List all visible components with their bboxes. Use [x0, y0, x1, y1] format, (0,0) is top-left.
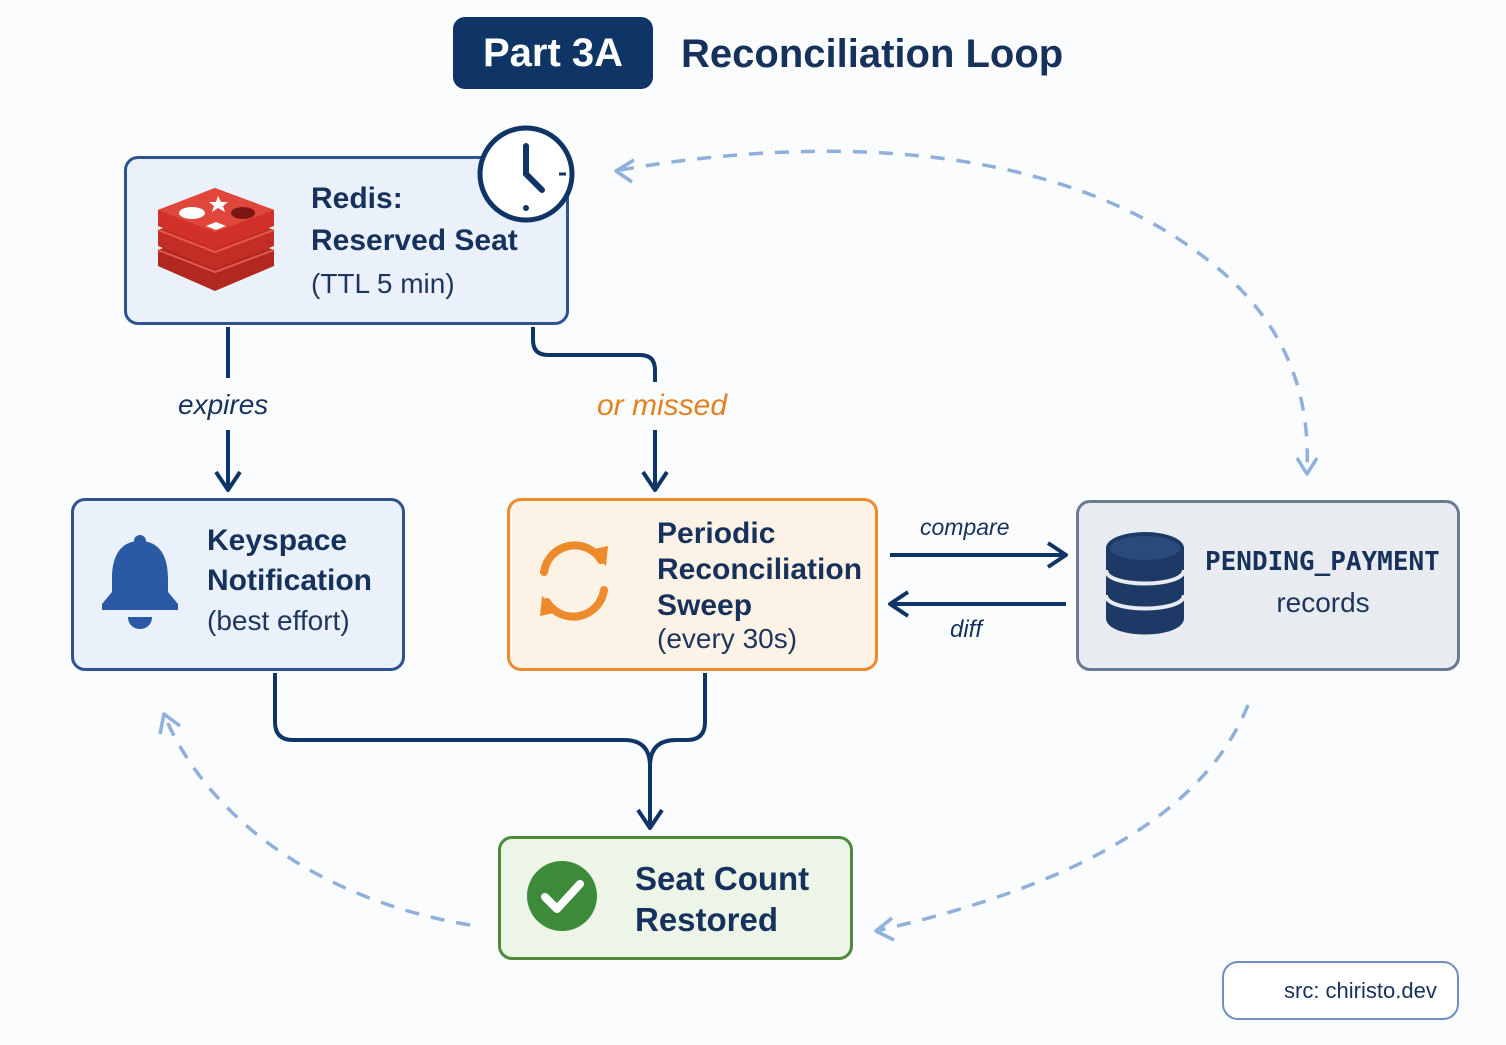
- part-badge: Part 3A: [453, 17, 653, 89]
- merge-arrow: [273, 673, 707, 830]
- check-circle-icon: [527, 861, 597, 931]
- diff-label: diff: [950, 616, 983, 643]
- missed-label: or missed: [597, 389, 728, 422]
- seat-title-line1: Seat Count: [635, 860, 810, 897]
- redis-title: Redis:: [311, 182, 403, 215]
- sweep-interval: (every 30s): [657, 623, 798, 654]
- compare-label: compare: [920, 514, 1010, 540]
- dashed-loop-top: [614, 149, 1319, 476]
- expires-arrow: [214, 327, 242, 492]
- pending-title: PENDING_PAYMENT: [1205, 547, 1440, 577]
- clock-icon: [477, 125, 575, 223]
- dashed-loop-left: [158, 712, 471, 927]
- pending-subtitle: records: [1276, 587, 1370, 618]
- redis-logo-icon: [157, 188, 275, 291]
- source-link[interactable]: src: chiristo.dev: [1222, 961, 1459, 1020]
- database-icon: [1104, 532, 1186, 635]
- compare-arrow: [890, 541, 1068, 569]
- expires-label: expires: [178, 389, 269, 420]
- diff-arrow: [888, 590, 1066, 618]
- source-text: src: chiristo.dev: [1284, 978, 1437, 1003]
- sweep-title-line1: Periodic: [657, 517, 776, 550]
- seat-title-line2: Restored: [635, 901, 779, 938]
- sweep-title-line2: Reconciliation: [657, 553, 863, 586]
- keyspace-subtitle: Notification: [207, 564, 372, 597]
- reconciliation-sweep-node: [507, 498, 878, 671]
- redis-subtitle: Reserved Seat: [311, 224, 518, 257]
- redis-ttl: (TTL 5 min): [311, 268, 455, 299]
- diagram-title: Reconciliation Loop: [681, 31, 1064, 76]
- sweep-title-line3: Sweep: [657, 589, 753, 622]
- dashed-loop-right: [874, 704, 1250, 942]
- keyspace-title: Keyspace: [207, 524, 348, 557]
- missed-arrow: [531, 327, 669, 492]
- bell-icon: [102, 535, 178, 629]
- sync-icon: [540, 541, 608, 621]
- keyspace-note: (best effort): [207, 605, 350, 636]
